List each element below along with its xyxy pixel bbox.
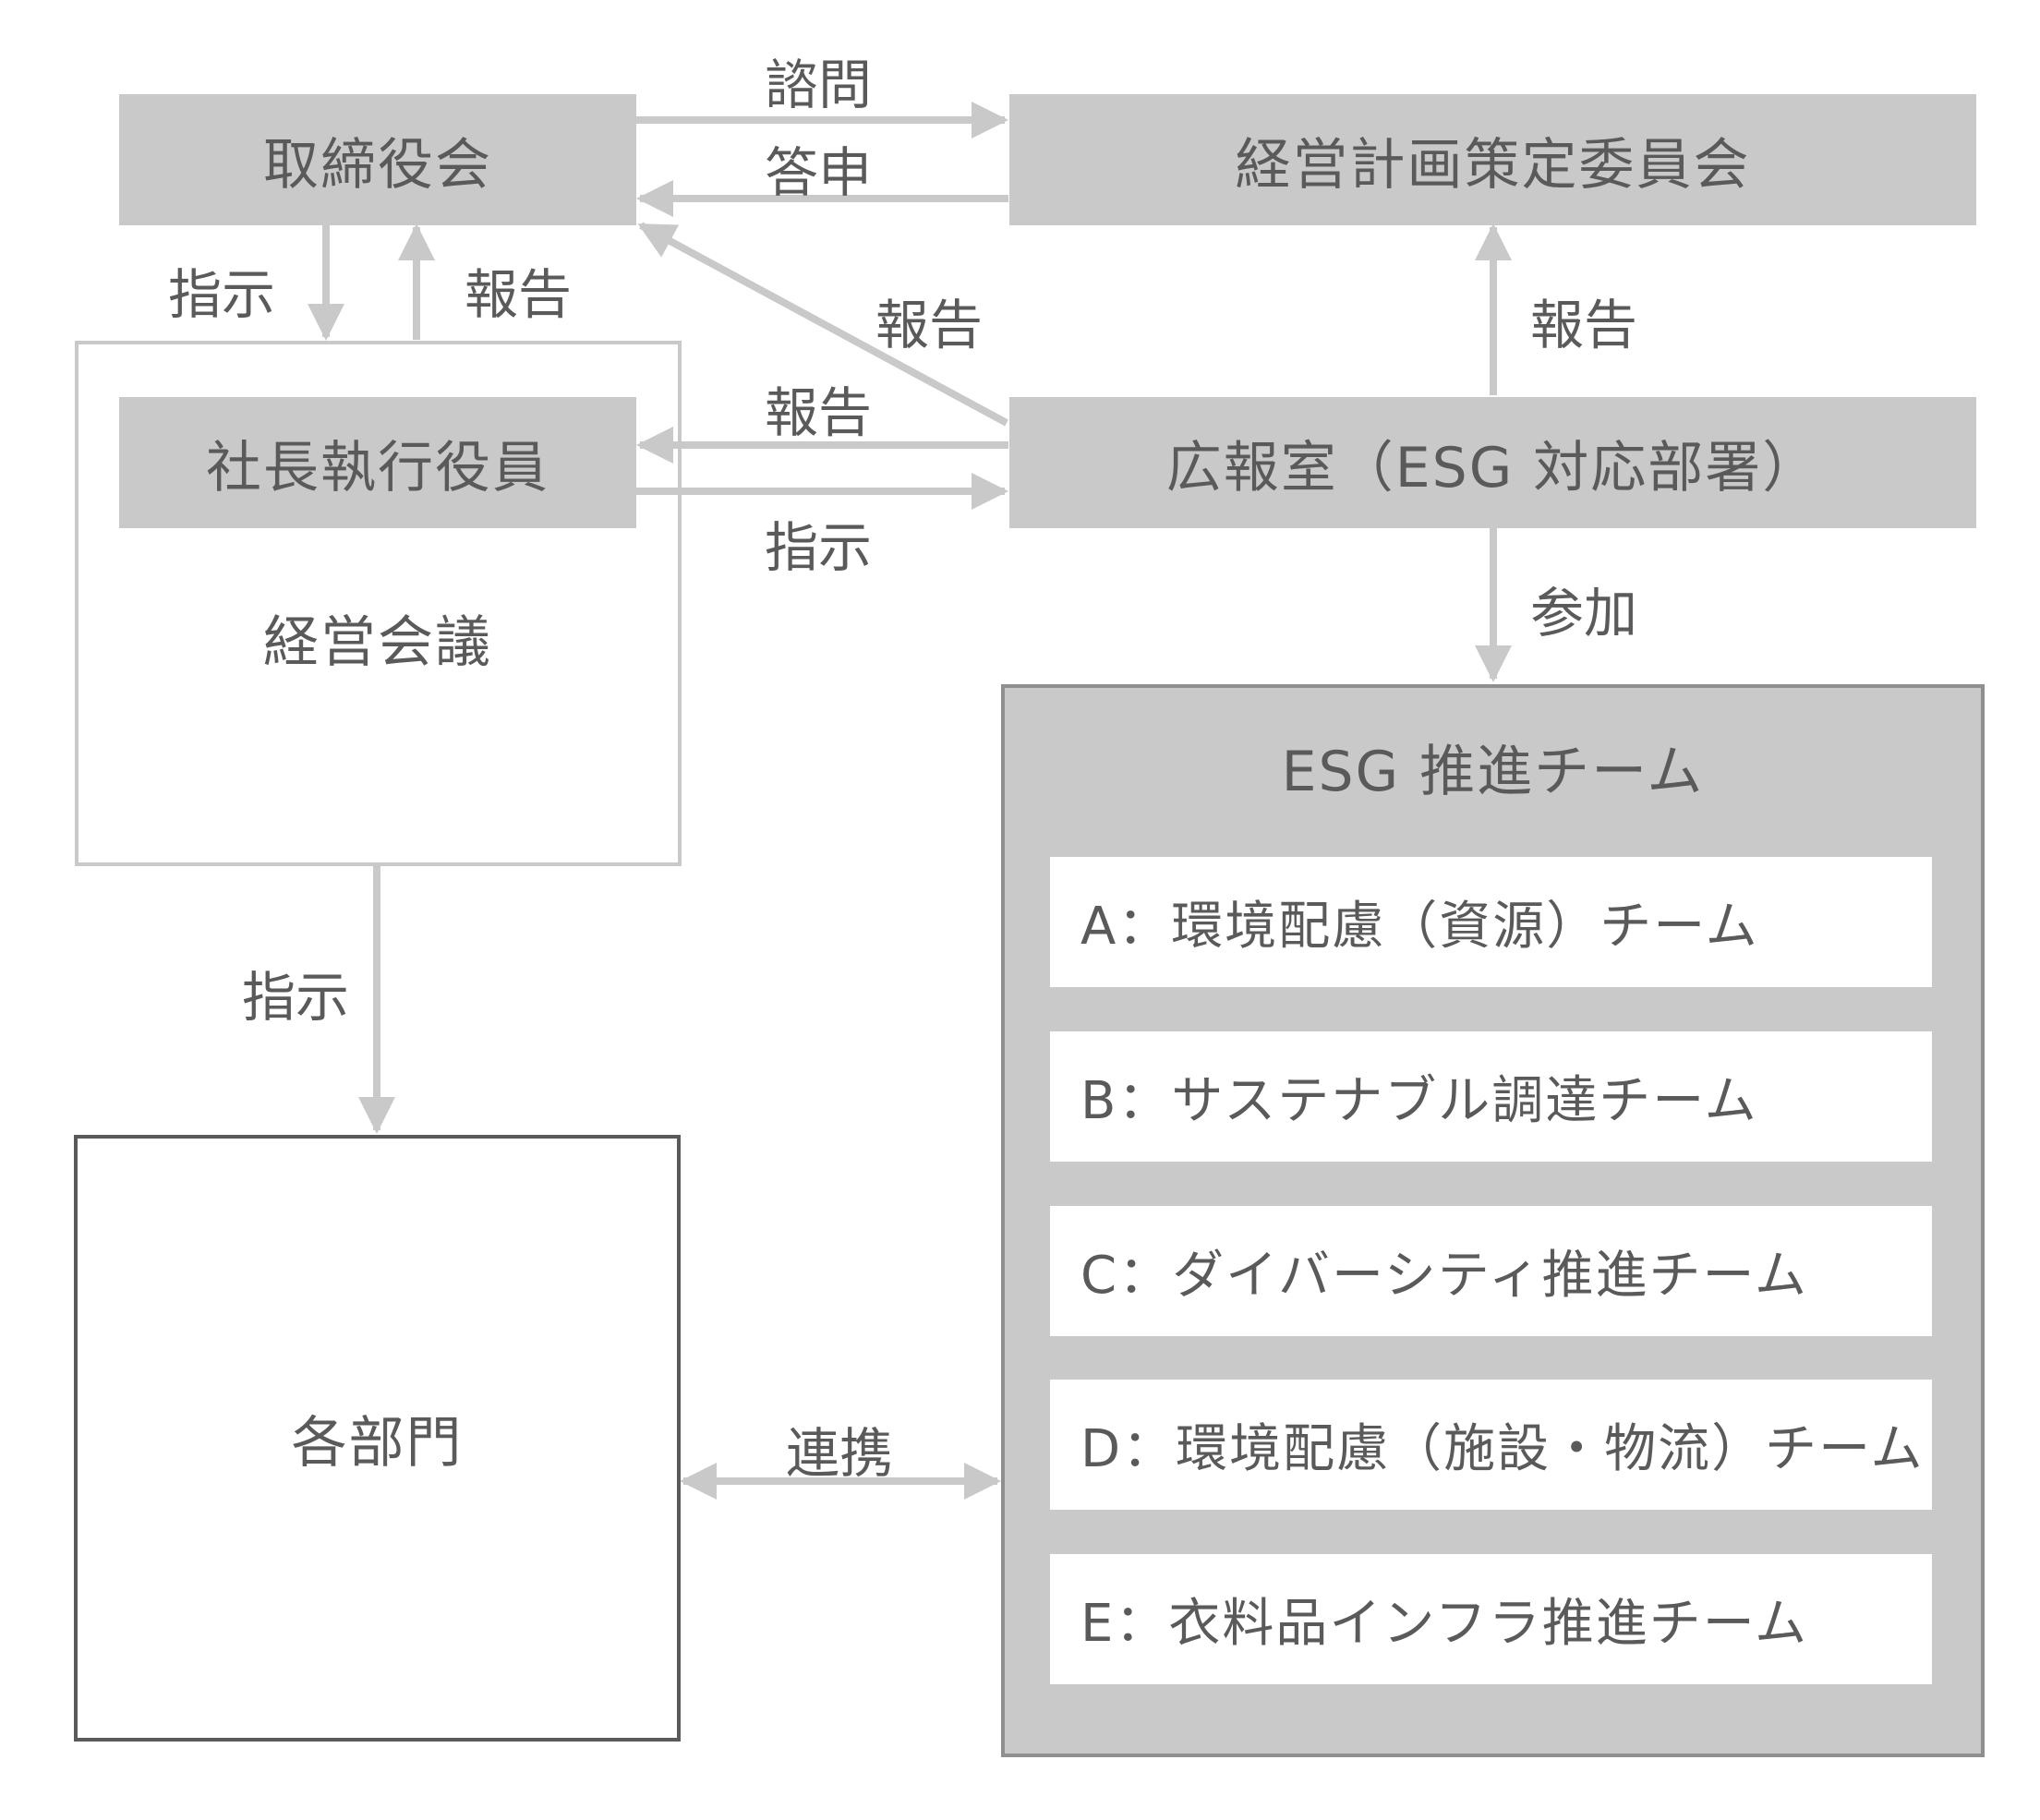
team-b-label: B：サステナブル調達チーム: [1080, 1071, 1758, 1131]
pr-office-box: 広報室（ESG 対応部署）: [1009, 397, 1976, 528]
ceo-label: 社長執行役員: [206, 435, 549, 500]
ceo-box: 社長執行役員: [119, 397, 636, 528]
ceo-pr-instruct-label: 指示: [765, 516, 873, 579]
esg-team-title-wrap: ESG 推進チーム: [1001, 720, 1985, 813]
meeting-instruct-label: 指示: [242, 966, 350, 1029]
board-box: 取締役会: [119, 94, 636, 225]
planning-committee-label: 経営計画策定委員会: [1235, 132, 1751, 198]
board-instruct-label: 指示: [168, 263, 276, 326]
team-e: E：衣料品インフラ推進チーム: [1050, 1554, 1932, 1684]
pr-ceo-report-label: 報告: [765, 381, 873, 444]
team-c-label: C：ダイバーシティ推進チーム: [1080, 1246, 1808, 1306]
collaborate-label: 連携: [786, 1422, 894, 1485]
team-a: A：環境配慮（資源）チーム: [1050, 857, 1932, 987]
pr-office-label: 広報室（ESG 対応部署）: [1165, 435, 1820, 500]
board-report-label: 報告: [465, 263, 573, 326]
team-c: C：ダイバーシティ推進チーム: [1050, 1206, 1932, 1336]
pr-board-report-arrow: [637, 222, 1008, 427]
team-e-label: E：衣料品インフラ推進チーム: [1080, 1594, 1809, 1654]
planning-committee-box: 経営計画策定委員会: [1009, 94, 1976, 225]
management-meeting-label: 経営会議: [263, 609, 492, 675]
departments-box: 各部門: [74, 1135, 681, 1742]
management-meeting-title-wrap: 経営会議: [119, 591, 636, 683]
board-label: 取締役会: [263, 132, 492, 198]
management-meeting-box: [75, 341, 682, 866]
pr-committee-report-label: 報告: [1530, 294, 1638, 356]
team-a-label: A：環境配慮（資源）チーム: [1080, 897, 1759, 957]
team-d: D：環境配慮（施設・物流）チーム: [1050, 1380, 1932, 1510]
team-d-label: D：環境配慮（施設・物流）チーム: [1080, 1419, 1925, 1479]
team-b: B：サステナブル調達チーム: [1050, 1031, 1932, 1162]
consult-label: 諮問: [765, 54, 873, 116]
answer-label: 答申: [765, 141, 873, 204]
pr-participate-label: 参加: [1530, 582, 1638, 645]
esg-team-label: ESG 推進チーム: [1281, 739, 1705, 804]
departments-label: 各部門: [291, 1411, 464, 1476]
pr-board-report-label: 報告: [875, 294, 984, 356]
